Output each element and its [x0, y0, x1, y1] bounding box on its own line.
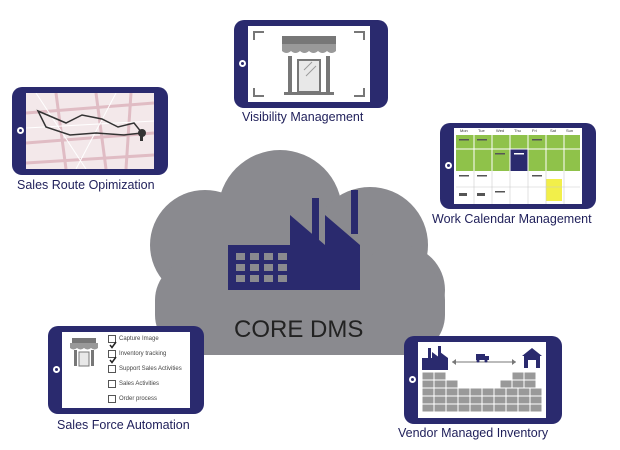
- home-button: [409, 376, 416, 383]
- day-header: Sat: [550, 128, 557, 133]
- visibility-label: Visibility Management: [242, 110, 364, 124]
- task-label: Support Sales Activities: [119, 366, 182, 372]
- core-dms-cloud: [150, 150, 445, 355]
- sfa-store-icon: [70, 338, 98, 367]
- check-icon: [109, 356, 117, 364]
- route-screen: [26, 93, 154, 169]
- task-label: Order process: [119, 396, 158, 402]
- home-button: [17, 127, 24, 134]
- factory-icon: [228, 190, 360, 290]
- truck-icon: [476, 354, 489, 363]
- sfa-screen: Capture Image Inventory tracking Support…: [62, 332, 190, 408]
- task-checkbox[interactable]: [108, 365, 116, 373]
- route-label: Sales Route Opimization: [17, 178, 155, 192]
- task-checkbox[interactable]: [108, 380, 116, 388]
- day-header: Wed: [496, 128, 505, 133]
- vmi-graphic: [421, 346, 543, 413]
- task-checkbox[interactable]: [108, 335, 117, 349]
- task-checkbox[interactable]: [108, 395, 116, 403]
- home-button: [445, 162, 452, 169]
- vmi-screen: [418, 342, 546, 418]
- task-checkbox[interactable]: [108, 350, 117, 364]
- task-label: Inventory tracking: [119, 351, 167, 357]
- calendar-label: Work Calendar Management: [432, 212, 592, 226]
- route-map: [26, 93, 154, 169]
- home-button: [239, 60, 246, 67]
- day-header: Sun: [566, 128, 574, 133]
- warehouse-factory-icon: [422, 346, 448, 370]
- vmi-label: Vendor Managed Inventory: [398, 426, 549, 440]
- calendar-screen: Mon Tue Wed Thu Fri Sat Sun: [454, 128, 582, 204]
- check-icon: [109, 341, 117, 349]
- home-button: [53, 366, 60, 373]
- sfa-phone: Capture Image Inventory tracking Support…: [48, 326, 204, 414]
- sfa-label: Sales Force Automation: [57, 418, 190, 432]
- task-label: Capture Image: [119, 336, 159, 342]
- vmi-phone: [404, 336, 562, 424]
- task-label: Sales Activities: [119, 381, 160, 387]
- day-header: Fri: [532, 128, 537, 133]
- calendar-grid: [456, 135, 580, 204]
- storefront-icon: [253, 31, 365, 97]
- day-header: Tue: [478, 128, 485, 133]
- factory-windows: [236, 253, 287, 282]
- day-header: Thu: [514, 128, 521, 133]
- core-dms-title: CORE DMS: [234, 316, 364, 343]
- day-header: Mon: [460, 128, 468, 133]
- visibility-phone: [234, 20, 388, 108]
- route-phone: [12, 87, 168, 175]
- visibility-screen: [248, 26, 370, 102]
- calendar-phone: Mon Tue Wed Thu Fri Sat Sun: [440, 123, 596, 209]
